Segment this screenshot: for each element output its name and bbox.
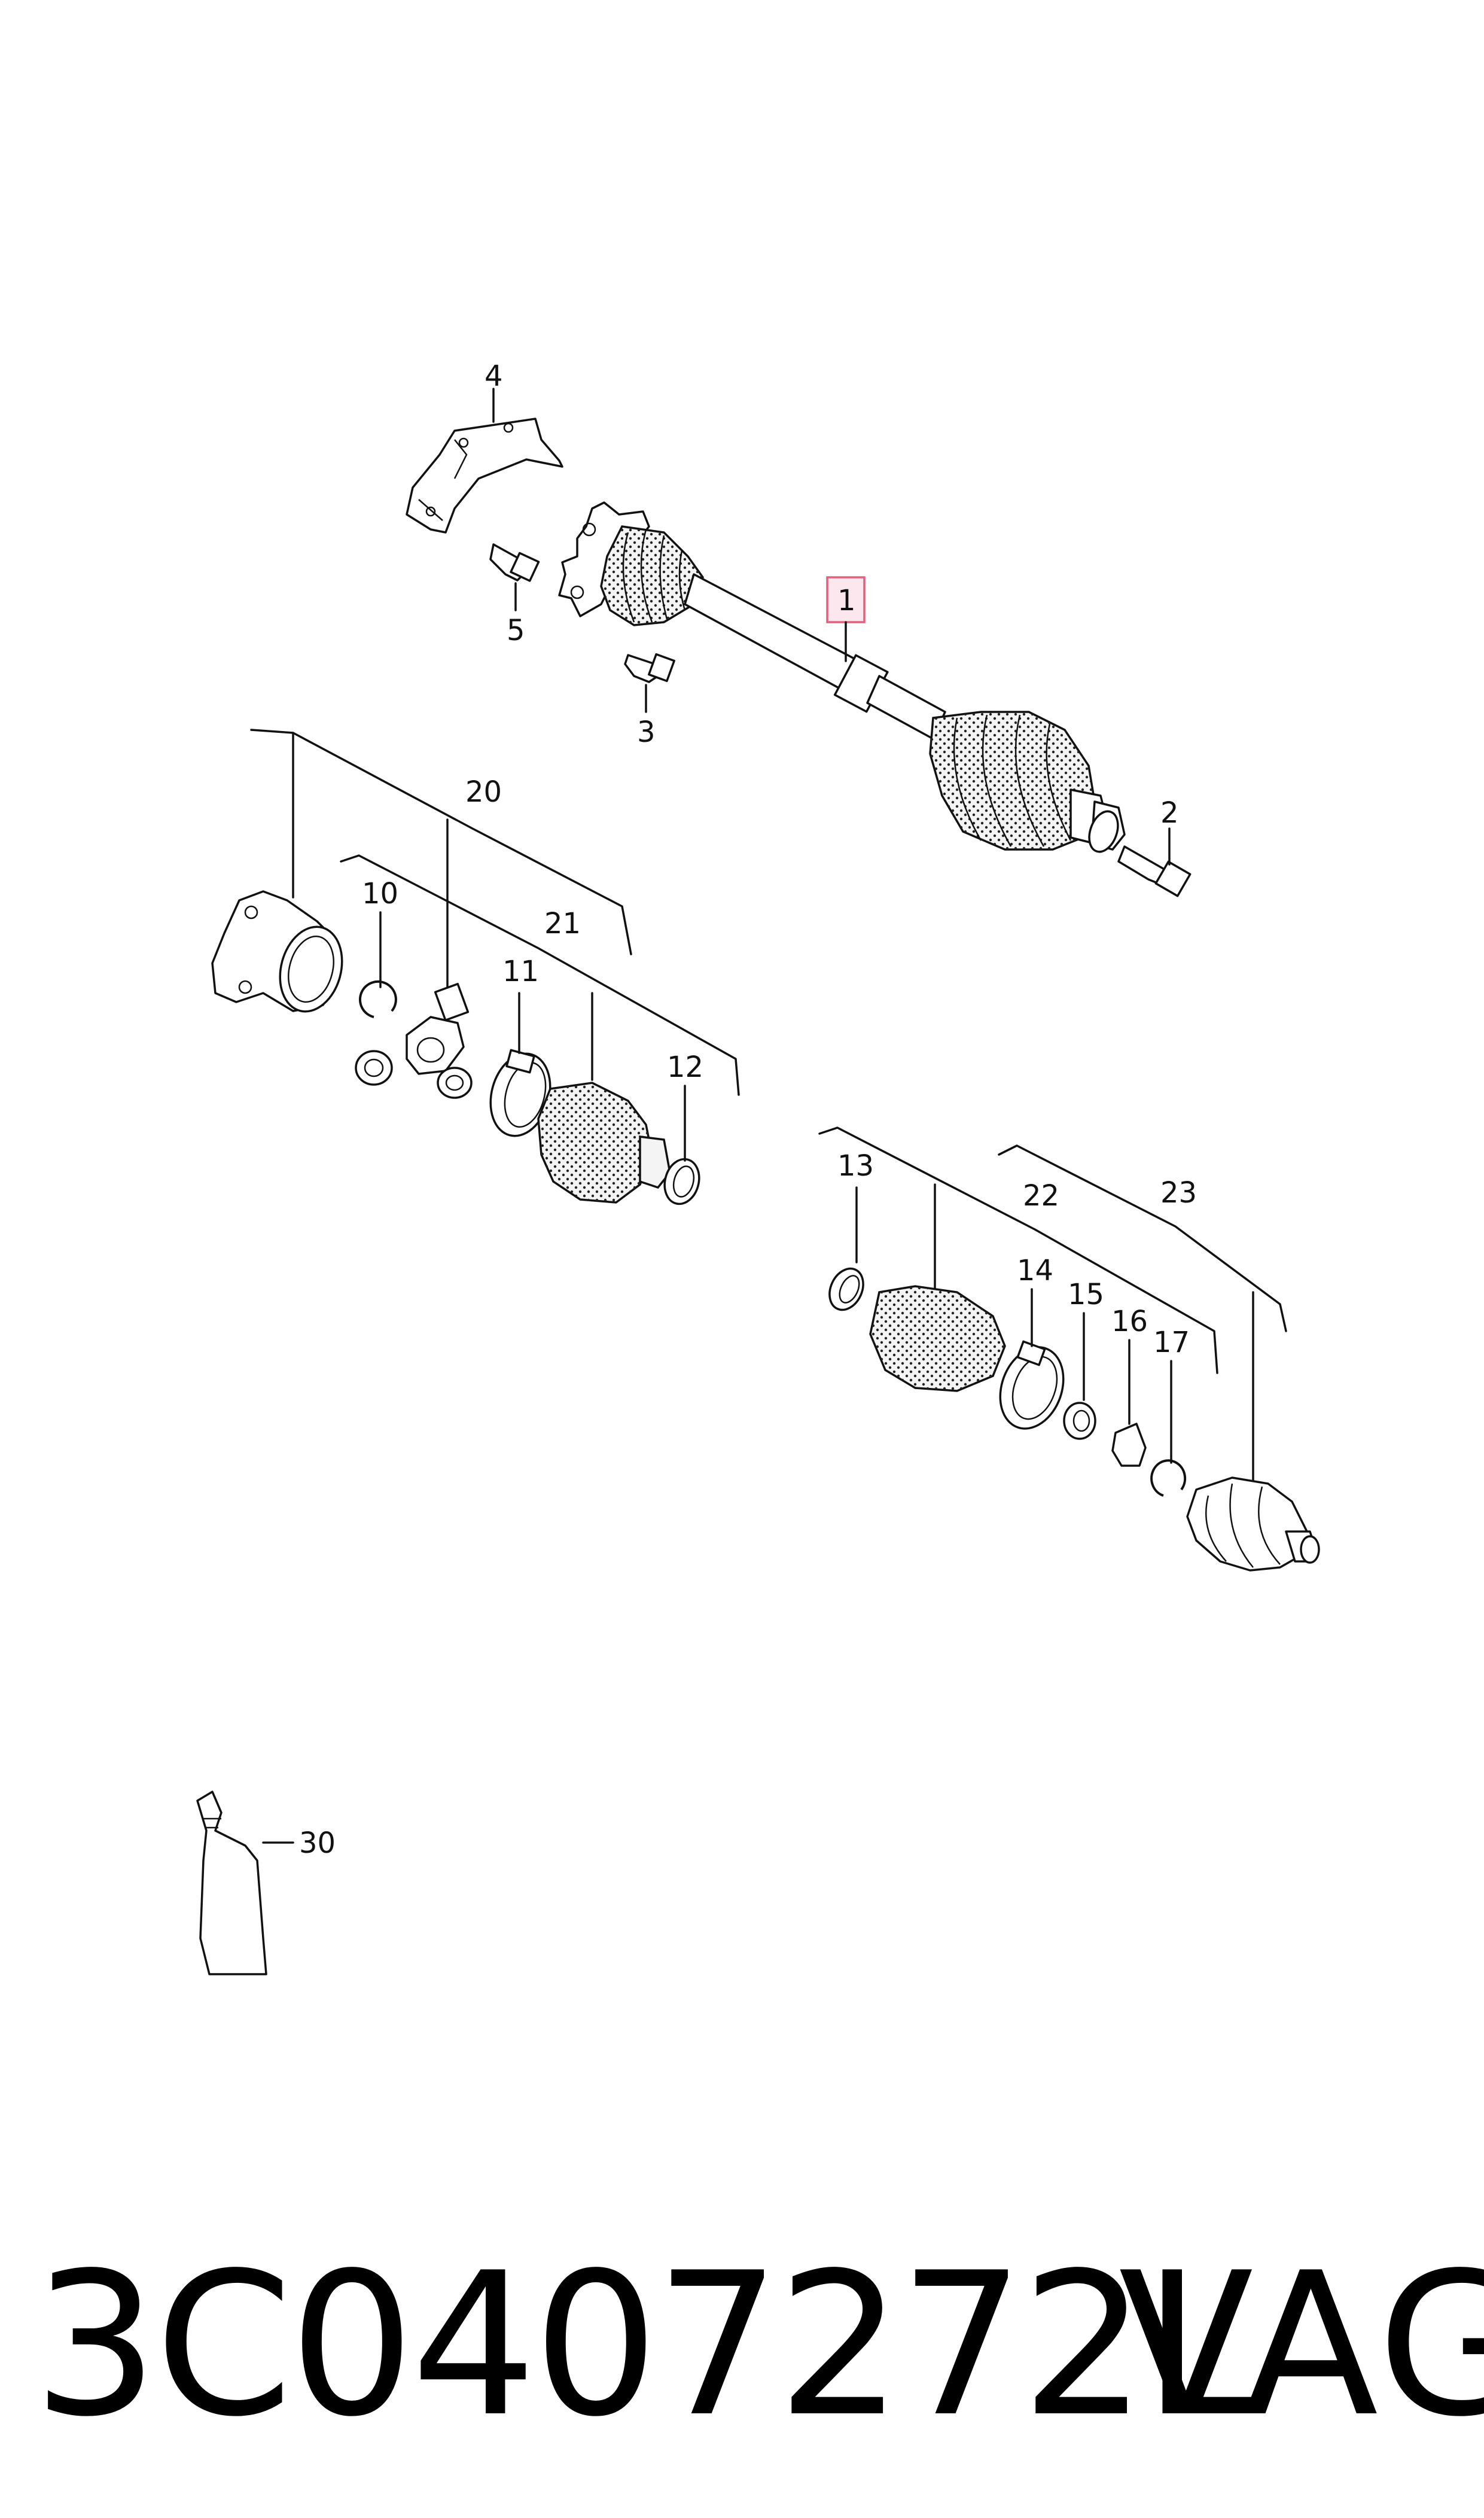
small-clamp-part-13: 13 bbox=[828, 1149, 874, 1311]
brand-name: VAG bbox=[1119, 2230, 1484, 2460]
group-bracket-23: 23 bbox=[998, 1144, 1287, 1533]
small-clamp-part-12: 12 bbox=[663, 1051, 703, 1205]
drive-shaft-assembly-part-1: 1 bbox=[558, 501, 1126, 853]
label-3: 3 bbox=[637, 715, 656, 749]
label-30: 30 bbox=[299, 1826, 336, 1860]
circlip-part-10: 10 bbox=[358, 877, 398, 1018]
tripod-assembly bbox=[355, 982, 473, 1099]
heat-shield-bracket-part-4: 4 bbox=[406, 360, 563, 534]
label-14: 14 bbox=[1017, 1254, 1053, 1287]
label-17: 17 bbox=[1153, 1326, 1190, 1359]
label-21: 21 bbox=[544, 907, 581, 940]
bolt-part-5: 5 bbox=[489, 543, 540, 647]
label-10: 10 bbox=[362, 877, 398, 911]
label-1: 1 bbox=[837, 584, 856, 617]
label-16: 16 bbox=[1111, 1305, 1148, 1338]
label-23: 23 bbox=[1160, 1176, 1197, 1210]
clamp-part-14: 14 bbox=[999, 1254, 1065, 1430]
cup-spring-part-16: 16 bbox=[1111, 1305, 1148, 1467]
hex-bolt-part-2: 2 bbox=[1117, 796, 1192, 897]
group-bracket-20: 20 bbox=[250, 729, 632, 988]
joint-housing bbox=[211, 890, 343, 1013]
part-number: 3C0407272L bbox=[33, 2230, 1253, 2460]
bolt-part-3: 3 bbox=[624, 653, 675, 749]
label-13: 13 bbox=[837, 1149, 874, 1183]
label-11: 11 bbox=[502, 955, 539, 988]
label-2: 2 bbox=[1160, 796, 1179, 830]
label-4: 4 bbox=[484, 360, 503, 393]
label-20: 20 bbox=[465, 775, 502, 809]
spacer-ring-part-15: 15 bbox=[1063, 1278, 1104, 1440]
group-bracket-21: 21 bbox=[340, 854, 740, 1096]
label-22: 22 bbox=[1023, 1179, 1059, 1213]
label-5: 5 bbox=[507, 614, 525, 647]
label-12: 12 bbox=[667, 1051, 703, 1084]
clamp-part-11: 11 bbox=[489, 955, 551, 1137]
circlip-part-17: 17 bbox=[1150, 1326, 1190, 1497]
label-15: 15 bbox=[1068, 1278, 1104, 1311]
outer-joint bbox=[1186, 1476, 1320, 1572]
outer-boot bbox=[869, 1285, 1006, 1392]
footer: 3C0407272L VAG bbox=[0, 2225, 1484, 2465]
inner-boot bbox=[537, 1082, 671, 1204]
grease-tube-part-30: 30 bbox=[196, 1791, 336, 1975]
